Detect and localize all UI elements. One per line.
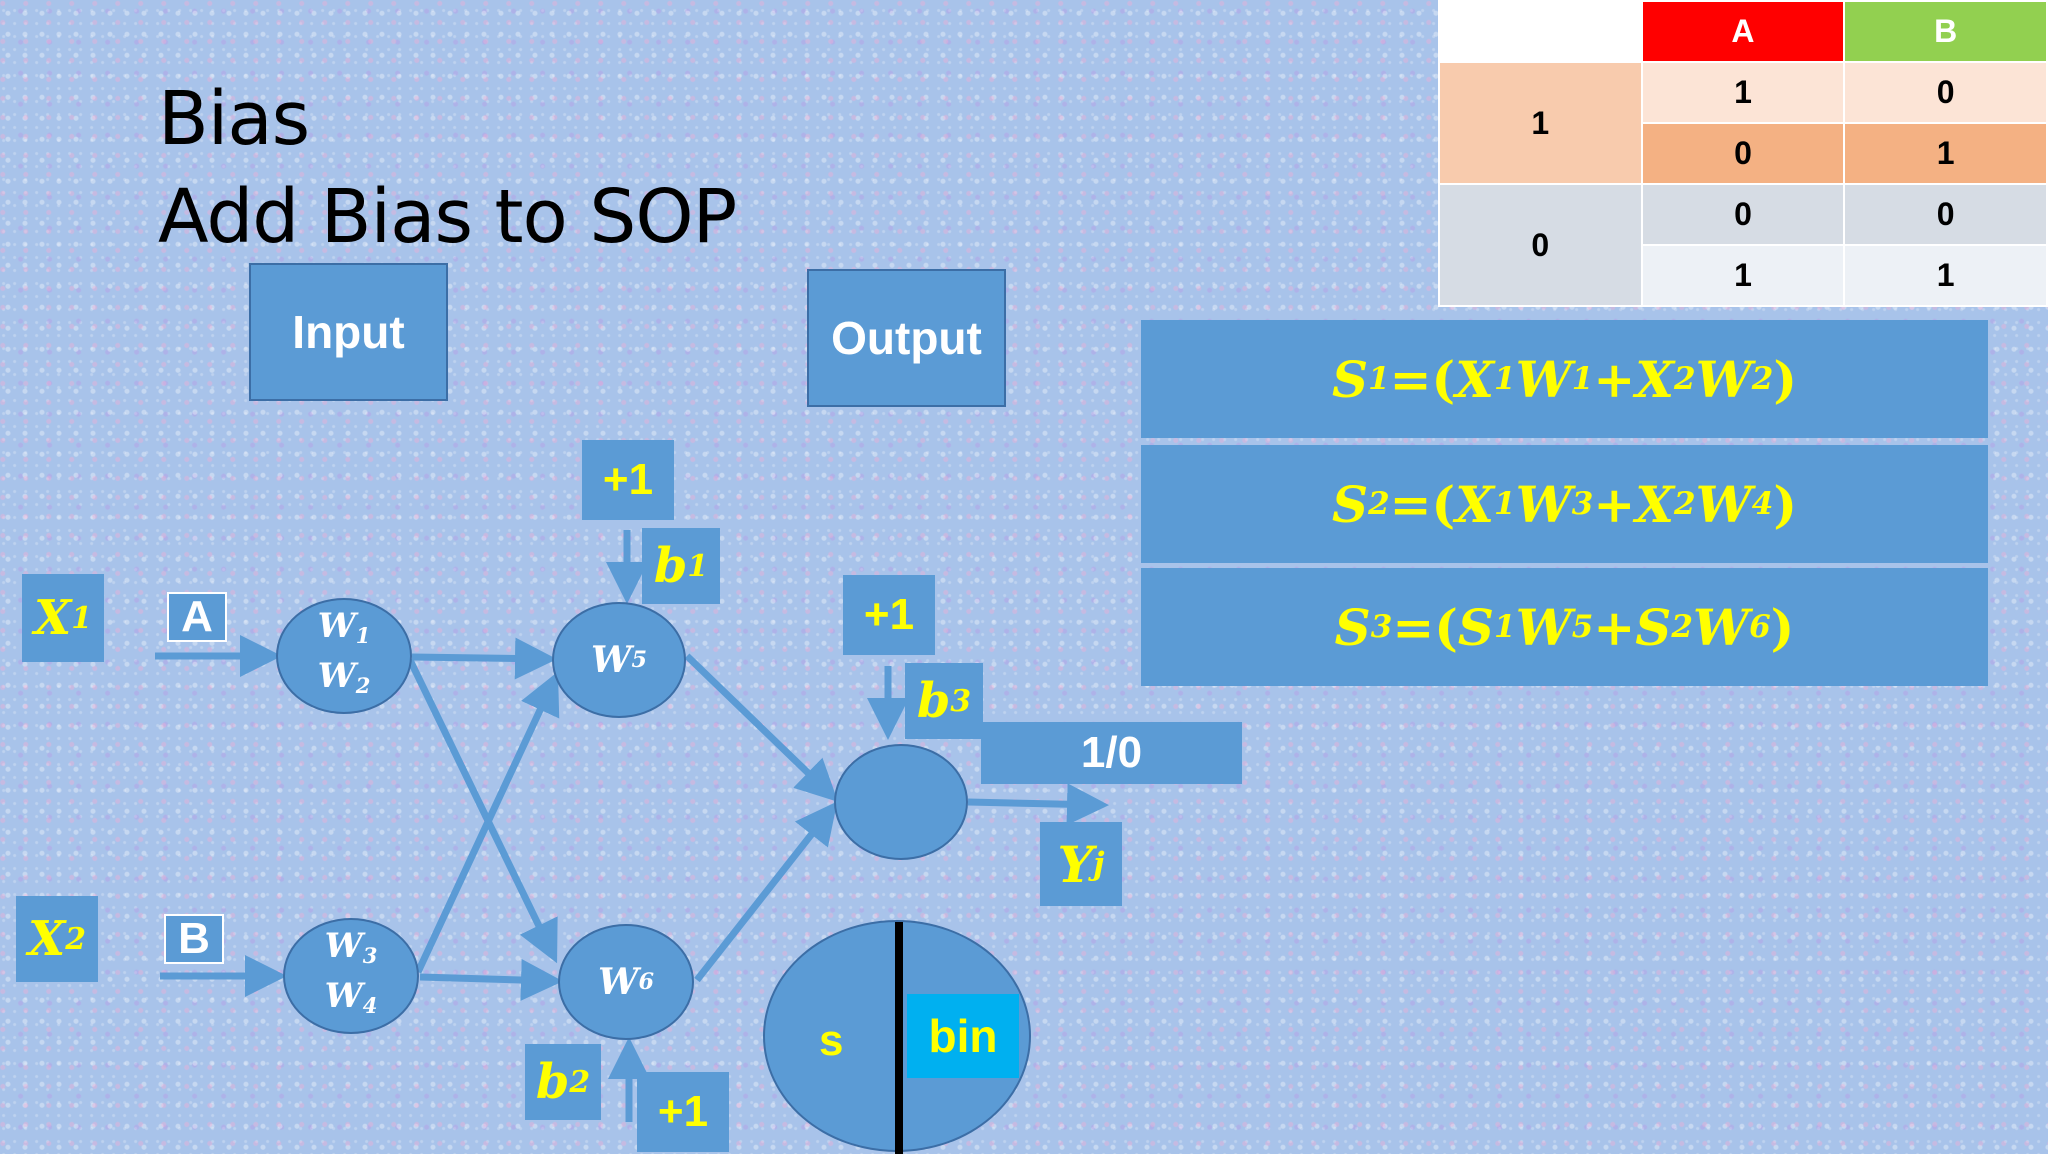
arrow-n6-to-out bbox=[694, 801, 838, 983]
activation-s-label: s bbox=[819, 1016, 844, 1065]
slide-title: Bias Add Bias to SOP bbox=[158, 70, 737, 266]
table-cell: 1 bbox=[1843, 244, 2048, 307]
arrow-n1-to-n6 bbox=[406, 658, 558, 964]
neuron-w1: W1 bbox=[317, 606, 371, 648]
node-a-label: A bbox=[167, 592, 227, 642]
truth-table: A B 1 1 0 0 1 0 0 0 1 1 bbox=[1438, 0, 2048, 307]
table-row: 1 1 0 bbox=[1438, 61, 2048, 185]
header-blank bbox=[1438, 0, 1643, 63]
bias-3-plus-one: +1 bbox=[843, 575, 935, 655]
activation-divider bbox=[895, 922, 903, 1154]
x2-var: X bbox=[28, 911, 66, 967]
output-label: Output bbox=[831, 312, 982, 364]
arrow-out-to-y bbox=[967, 783, 1109, 826]
x1-var: X bbox=[34, 590, 72, 646]
header-b: B bbox=[1843, 0, 2048, 63]
activation-bin-label: bin bbox=[907, 994, 1019, 1078]
output-box: Output bbox=[807, 269, 1006, 407]
input-box: Input bbox=[249, 263, 448, 401]
arrow-n5-to-out bbox=[684, 653, 839, 802]
neuron-w2: W2 bbox=[317, 656, 371, 698]
node-b-label: B bbox=[164, 914, 224, 964]
table-cell: 1 bbox=[1640, 61, 1846, 124]
arrow-n2-to-n5 bbox=[414, 671, 560, 974]
table-cell: 0 bbox=[1843, 61, 2048, 124]
table-row: 0 0 0 bbox=[1438, 183, 2048, 307]
table-cell: 0 bbox=[1640, 183, 1846, 246]
output-neuron bbox=[834, 744, 968, 860]
node-b-text: B bbox=[178, 914, 210, 963]
x1-sub: 1 bbox=[71, 600, 92, 636]
table-cell: 1 bbox=[1843, 122, 2048, 185]
arrow-n1-to-n5 bbox=[411, 637, 557, 680]
node-a-text: A bbox=[181, 592, 213, 641]
output-value-text: 1/0 bbox=[1080, 728, 1143, 777]
neuron-w4: W4 bbox=[324, 976, 378, 1018]
header-a: A bbox=[1640, 0, 1846, 63]
table-cell: 1 bbox=[1640, 244, 1846, 307]
input-label: Input bbox=[292, 306, 405, 358]
x2-sub: 2 bbox=[65, 921, 86, 957]
truth-table-header: A B bbox=[1438, 0, 2048, 63]
bias-1-plus-one: +1 bbox=[582, 440, 674, 520]
table-row: 0 1 bbox=[1439, 122, 2048, 185]
neuron-w1-w2: W1 W2 bbox=[276, 598, 412, 714]
table-cell: 0 bbox=[1843, 183, 2048, 246]
table-cell: 0 bbox=[1640, 122, 1846, 185]
table-row: 1 1 bbox=[1439, 244, 2048, 307]
activation-circle: s bin bbox=[763, 920, 1031, 1154]
title-line-1: Bias bbox=[158, 76, 310, 162]
group-1-label: 1 bbox=[1438, 61, 1643, 185]
title-line-2: Add Bias to SOP bbox=[158, 174, 737, 260]
bias-2-plus-one: +1 bbox=[637, 1072, 729, 1152]
neuron-w3-w4: W3 W4 bbox=[283, 918, 419, 1034]
output-value-box: 1/0 bbox=[981, 722, 1242, 784]
group-0-label: 0 bbox=[1438, 183, 1643, 307]
arrow-n2-to-n6 bbox=[419, 958, 563, 1001]
neuron-w3: W3 bbox=[324, 926, 378, 968]
